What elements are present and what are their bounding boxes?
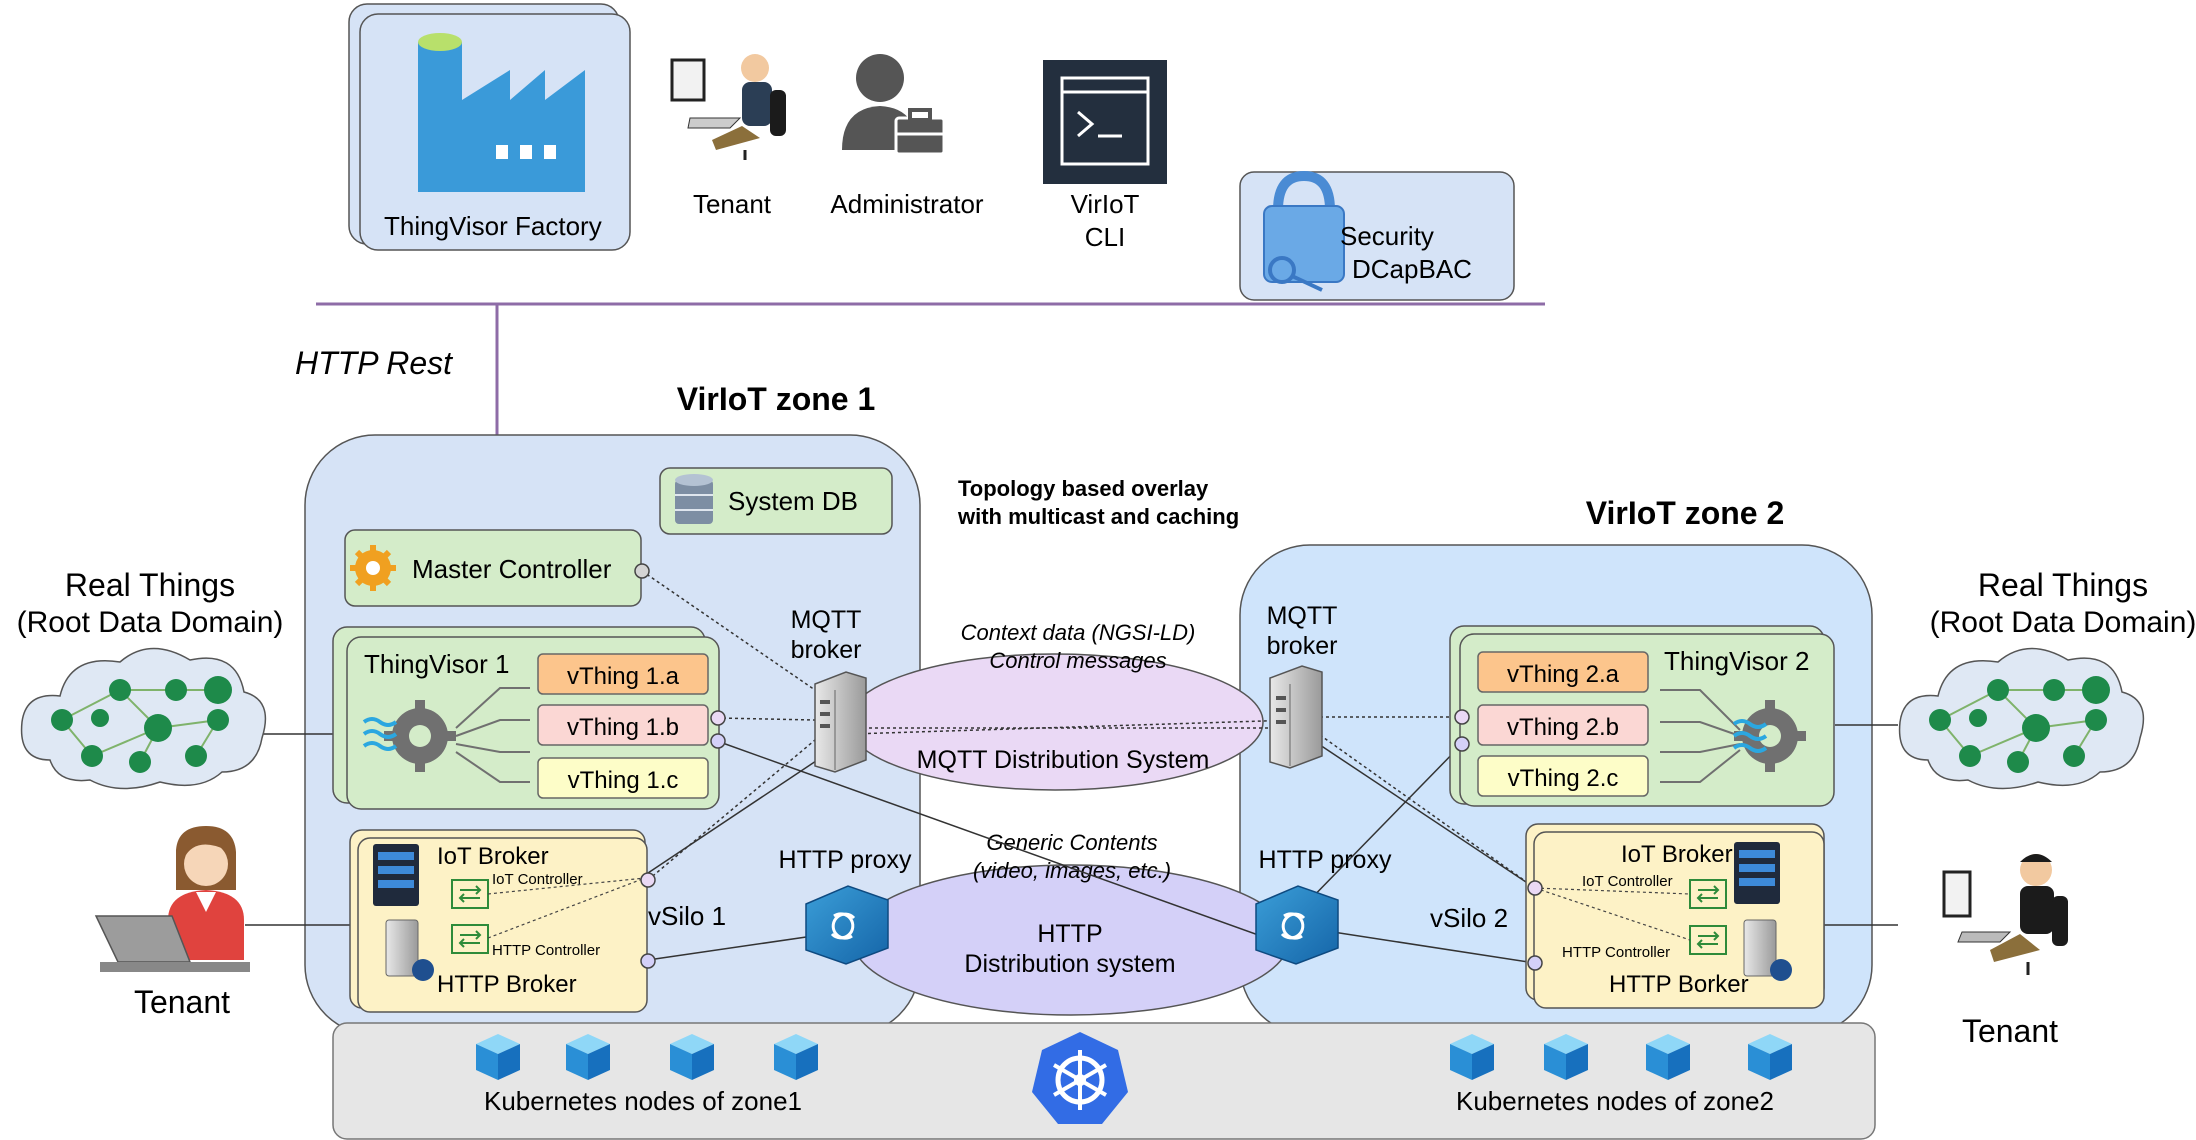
http-controller2-label: HTTP Controller [1562,944,1670,961]
iot-broker2-server-icon [1734,842,1780,904]
connector-port [1527,955,1543,971]
http-proxy2-label: HTTP proxy [1259,846,1392,874]
security-label-line2: DCapBAC [1352,254,1472,284]
real-things-right-line2: (Root Data Domain) [1930,606,2196,639]
mqtt-broker2-server-icon [1269,665,1323,769]
administrator-label: Administrator [830,189,983,219]
vthing-2a-box[interactable] [1477,651,1649,693]
security-label-line1: Security [1340,221,1434,251]
vthing-2b-box[interactable] [1477,704,1649,746]
connector-port [1527,880,1543,896]
tenant-left-label: Tenant [134,984,230,1020]
iot-broker2-label: IoT Broker [1621,841,1733,868]
mqtt-system-label: MQTT Distribution System [917,746,1210,774]
http-broker-label: HTTP Broker [437,971,577,998]
thingvisor1-sensor-icon [362,687,530,783]
generic-label-line2: (video, images, etc.) [973,858,1171,883]
vsilo2-label: vSilo 2 [1430,903,1508,933]
connector-port [634,563,650,579]
http-system-label-line1: HTTP [1037,920,1102,948]
vthing-2b-label: vThing 2.b [1507,714,1619,741]
iot-controller2-label: IoT Controller [1582,873,1673,890]
master-controller-label: Master Controller [412,554,612,584]
controller-switch-icon [451,924,489,954]
http-broker2-label: HTTP Borker [1609,971,1749,998]
factory-icon [418,33,585,192]
kubernetes-logo-icon [1032,1032,1128,1124]
cli-label-line1: VirIoT [1071,189,1140,219]
connector-port [640,872,656,888]
tenant-left-person-icon [94,826,250,972]
controller-switch-icon [1689,879,1727,909]
http-rest-label: HTTP Rest [295,345,453,381]
system-db-label: System DB [728,486,858,516]
connector-port [710,710,726,726]
vsilo2-internal-links [1534,887,1691,941]
connection-lines [245,570,1898,964]
mqtt-broker2-label-line2: broker [1267,632,1338,660]
thingvisor-factory-label: ThingVisor Factory [384,211,602,241]
system-db-box[interactable] [659,467,893,535]
tenant-right-person-icon [1942,854,2068,975]
vthing-1b-label: vThing 1.b [567,714,679,741]
tenant-person-icon [670,54,786,160]
thingvisor1-label: ThingVisor 1 [364,649,510,679]
vthing-1b-box[interactable] [537,704,709,746]
vthing-1a-label: vThing 1.a [567,663,680,690]
vthing-2c-label: vThing 2.c [1508,765,1619,792]
gear-icon [350,545,396,591]
real-things-left-line1: Real Things [65,567,235,603]
real-things-right-line1: Real Things [1978,567,2148,603]
vthing-2c-box[interactable] [1477,755,1649,797]
connector-port [640,953,656,969]
iot-cloud-right-icon [1898,647,2145,790]
http-controller-label: HTTP Controller [492,942,600,959]
iot-broker-server-icon [373,844,419,906]
lock-icon [1263,170,1345,292]
context-label-line1: Context data (NGSI-LD) [961,620,1196,645]
mqtt-broker1-server-icon [814,671,867,773]
mqtt-broker2-label-line1: MQTT [1267,602,1338,630]
zone1-title: VirIoT zone 1 [677,381,876,417]
vthing-1a-box[interactable] [537,653,709,695]
iot-broker-label: IoT Broker [437,843,549,870]
database-icon [675,474,713,524]
topology-label-line1: Topology based overlay [958,476,1209,501]
tenant-top-label: Tenant [693,189,772,219]
thingvisor2-sensor-icon [1660,689,1806,783]
context-label-line2: Control messages [989,648,1166,673]
connector-port [1454,736,1470,752]
zone2-title: VirIoT zone 2 [1586,495,1785,531]
http-proxy1-icon [805,885,889,965]
k8s-zone2-label: Kubernetes nodes of zone2 [1456,1086,1774,1116]
http-broker-server-icon [385,919,434,981]
iot-controller-label: IoT Controller [492,871,583,888]
k8s-zone1-label: Kubernetes nodes of zone1 [484,1086,802,1116]
administrator-icon [842,54,946,156]
iot-cloud-left-icon [20,647,267,790]
connector-port [710,733,726,749]
mqtt-broker1-label-line1: MQTT [791,606,862,634]
generic-label-line1: Generic Contents [986,830,1157,855]
vsilo1-label: vSilo 1 [648,901,726,931]
http-proxy1-label: HTTP proxy [779,846,912,874]
http-broker2-server-icon [1743,919,1792,981]
thingvisor2-label: ThingVisor 2 [1664,646,1810,676]
http-system-label-line2: Distribution system [964,950,1175,978]
vsilo1-internal-links [487,877,646,939]
tenant-right-label: Tenant [1962,1013,2058,1049]
vthing-1c-label: vThing 1.c [568,767,679,794]
http-proxy2-icon [1255,885,1339,965]
connector-port [1454,709,1470,725]
real-things-left-line2: (Root Data Domain) [17,606,284,639]
mqtt-broker1-label-line2: broker [791,636,862,664]
vthing-2a-label: vThing 2.a [1507,661,1620,688]
terminal-icon [1043,60,1167,184]
topology-label-line2: with multicast and caching [957,504,1239,529]
cli-label-line2: CLI [1085,222,1125,252]
vthing-1c-box[interactable] [537,757,709,799]
